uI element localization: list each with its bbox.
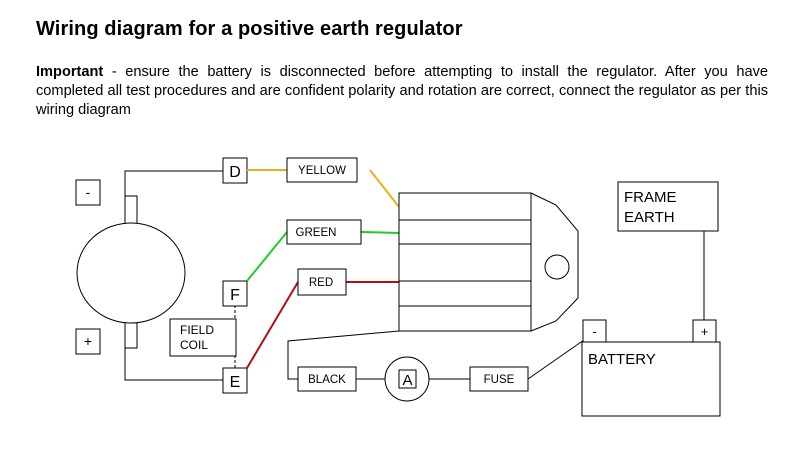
- regulator: [398, 192, 579, 332]
- yellow-label: YELLOW: [298, 165, 346, 177]
- wire-dynamo-to-d: [124, 170, 223, 196]
- terminal-d-label: D: [229, 164, 241, 181]
- dynamo-plus-label: +: [84, 333, 92, 349]
- frame-earth-label-line1: FRAME: [624, 189, 677, 206]
- yellow-label-box: [286, 157, 358, 183]
- ammeter-label: A: [402, 372, 412, 389]
- green-label-box: [286, 219, 362, 245]
- page-title: Wiring diagram for a positive earth regu…: [36, 18, 463, 40]
- battery-minus-label: -: [592, 324, 596, 339]
- battery-body: [581, 341, 721, 417]
- important-text: - ensure the battery is disconnected bef…: [36, 64, 768, 118]
- ammeter-label-box: [398, 369, 417, 389]
- battery-label: BATTERY: [588, 351, 656, 368]
- battery-plus-label: +: [701, 324, 709, 339]
- black-label: BLACK: [308, 374, 346, 386]
- red-label: RED: [309, 277, 333, 289]
- dynamo-plus-box: [75, 328, 101, 355]
- regulator-mount-hole: [544, 254, 570, 280]
- important-label: Important: [36, 64, 104, 80]
- black-label-box: [297, 366, 357, 392]
- wire-green-f: [246, 231, 288, 282]
- wire-yellow-regulator: [369, 169, 400, 208]
- terminal-e-box: [222, 367, 248, 394]
- fuse-label: FUSE: [484, 374, 515, 386]
- terminal-e-label: E: [230, 374, 241, 391]
- fuse-box: [469, 366, 529, 392]
- dynamo-minus-label: -: [86, 184, 91, 200]
- regulator-mount-plate: [530, 192, 579, 332]
- battery-minus-terminal: [582, 319, 607, 343]
- green-label: GREEN: [296, 227, 337, 239]
- wire-black-regulator: [287, 330, 400, 380]
- dynamo-body: [76, 222, 186, 324]
- terminal-d-box: [222, 157, 248, 184]
- dynamo-top-brush: [124, 195, 138, 225]
- field-coil-label-line2: COIL: [180, 338, 208, 352]
- frame-earth-box: [617, 181, 719, 232]
- wire-green-regulator: [360, 231, 400, 234]
- important-note: Important - ensure the battery is discon…: [36, 63, 768, 120]
- frame-earth-label-line2: EARTH: [624, 209, 675, 226]
- regulator-body: [398, 192, 532, 332]
- battery-plus-terminal: [692, 319, 717, 343]
- field-coil-box: [169, 318, 237, 357]
- red-label-box: [297, 268, 347, 296]
- wire-dynamo-to-e: [124, 348, 223, 381]
- dynamo-minus-box: [75, 179, 101, 206]
- dynamo-bottom-brush: [124, 319, 138, 349]
- terminal-f-label: F: [230, 287, 240, 304]
- terminal-f-box: [222, 280, 248, 307]
- field-coil-label-line1: FIELD: [180, 323, 214, 337]
- wire-red-e: [246, 281, 299, 369]
- dynamo: - +: [75, 179, 186, 355]
